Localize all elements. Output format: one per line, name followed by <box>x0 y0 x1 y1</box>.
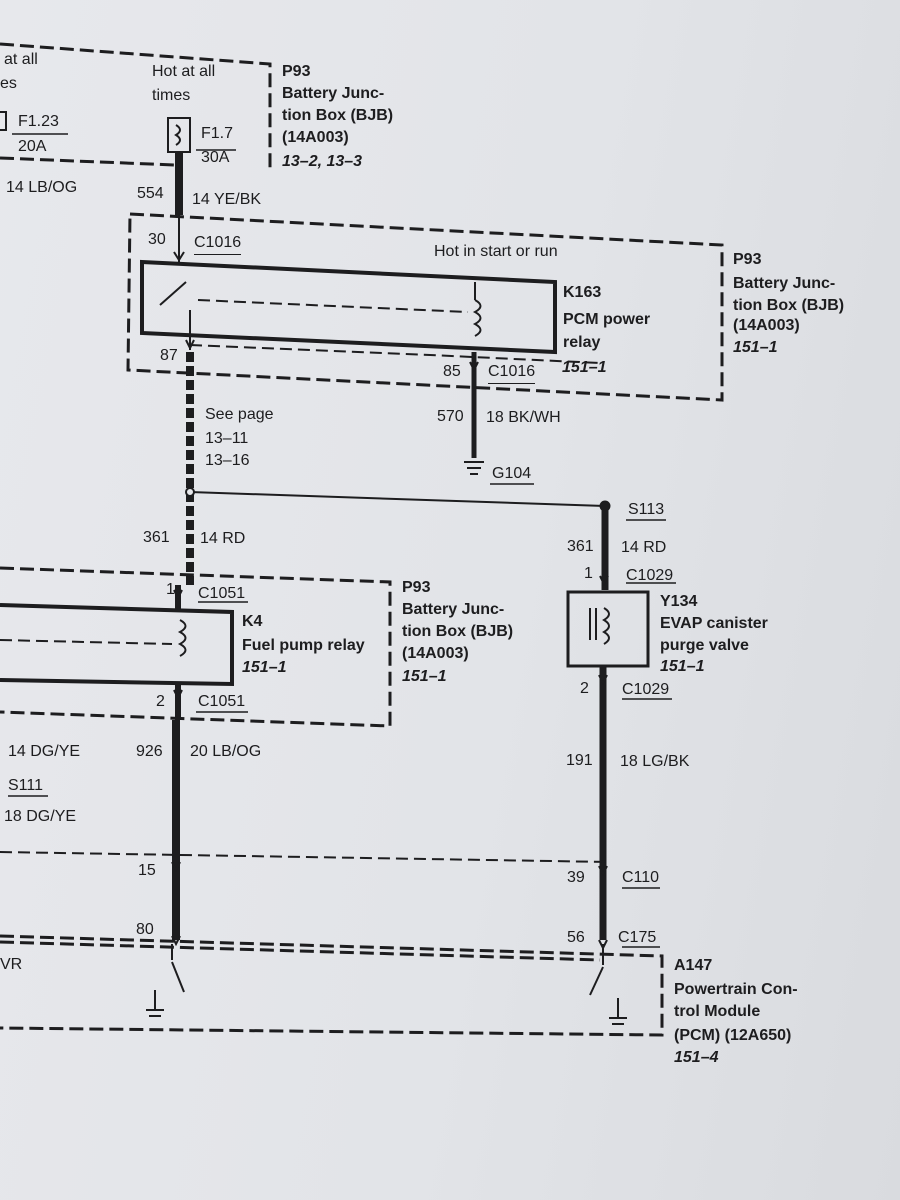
pcm-left-fragment: VR <box>0 956 23 973</box>
bjb-top-code: P93 <box>282 63 311 80</box>
k163-conn-top: C1016 <box>194 233 242 255</box>
wire-dgye-14-label: 14 DG/YE <box>8 743 81 760</box>
k163-code: K163 <box>563 284 602 301</box>
k163-line2: relay <box>563 334 601 351</box>
wire-926-label: 20 LB/OG <box>190 743 262 760</box>
fuse-f17-symbol <box>167 117 191 153</box>
connector-c110-line <box>0 851 611 863</box>
fuse-f123-label: F1.23 <box>18 113 59 130</box>
wire-191-num: 191 <box>566 752 593 769</box>
k4-conn-bottom: C1051 <box>198 693 246 710</box>
evap-conn-bottom: C1029 <box>622 681 670 698</box>
k4-line1: Fuel pump relay <box>242 637 365 654</box>
k163-pin-87: 87 <box>160 347 178 364</box>
fuse-f123-amp: 20A <box>18 138 47 155</box>
c175-right-pin: 56 <box>567 929 585 946</box>
ground-g104-label: G104 <box>492 465 532 482</box>
splice-s111-label: S111 <box>8 777 43 794</box>
c110-label: C110 <box>622 869 660 886</box>
splice-s113-label: S113 <box>628 501 665 518</box>
label-hot-at-all-1: Hot at all <box>152 63 216 80</box>
k4-boundary <box>0 566 392 728</box>
k4-pin-2: 2 <box>156 693 165 710</box>
wire-554-num: 554 <box>137 185 164 202</box>
ground-g104-symbol <box>464 461 484 475</box>
bjb-lower-page: 151–1 <box>402 668 447 685</box>
pcm-line2: trol Module <box>674 1003 761 1020</box>
wire-dgye-18-label: 18 DG/YE <box>4 808 77 825</box>
label-hot-at-all-2: times <box>152 87 191 104</box>
bjb-top-line1: Battery Junc- <box>282 85 385 102</box>
bjb-top-boundary <box>0 42 272 170</box>
bjb-mid-page: 151–1 <box>733 339 778 356</box>
evap-pin-2: 2 <box>580 680 589 697</box>
bjb-lower-line2: tion Box (BJB) <box>402 623 514 640</box>
wire-lbog-label: 14 LB/OG <box>6 179 78 196</box>
fuse-f17-label: F1.7 <box>201 125 234 142</box>
pcm-line3: (PCM) (12A650) <box>674 1027 792 1044</box>
wire-361-right-label: 14 RD <box>621 539 667 556</box>
evap-line1: EVAP canister <box>660 615 768 632</box>
k4-conn-top: C1051 <box>198 585 246 602</box>
bjb-lower-code: P93 <box>402 579 431 596</box>
pcm-page: 151–4 <box>674 1049 719 1066</box>
c110-right-pin: 39 <box>567 869 585 886</box>
see-page-line2: 13–11 <box>205 430 249 447</box>
bjb-mid-line2: tion Box (BJB) <box>733 297 845 314</box>
k163-relay-body <box>140 259 557 355</box>
wire-361-right-num: 361 <box>567 538 594 555</box>
evap-page: 151–1 <box>660 658 705 675</box>
bjb-mid-line1: Battery Junc- <box>733 275 836 292</box>
evap-valve-body <box>566 590 650 668</box>
evap-line2: purge valve <box>660 637 749 654</box>
k163-hot-in-start: Hot in start or run <box>434 243 558 260</box>
wire-926-num: 926 <box>136 743 163 760</box>
wire-191-label: 18 LG/BK <box>620 753 690 770</box>
k163-conn-bottom: C1016 <box>488 362 536 384</box>
bjb-mid-code: P93 <box>733 251 762 268</box>
see-page-line1: See page <box>205 406 274 423</box>
k4-code: K4 <box>242 613 263 630</box>
fuse-f123-fragment <box>0 111 7 131</box>
evap-code: Y134 <box>660 593 698 610</box>
bjb-mid-line3: (14A003) <box>733 317 800 334</box>
pcm-line1: Powertrain Con- <box>674 981 798 998</box>
see-page-line3: 13–16 <box>205 452 250 469</box>
bjb-lower-line1: Battery Junc- <box>402 601 505 618</box>
k4-page: 151–1 <box>242 659 287 676</box>
c175-label: C175 <box>618 929 657 946</box>
k163-page: 151–1 <box>562 359 607 376</box>
evap-conn-top: C1029 <box>626 567 674 584</box>
wire-570-num: 570 <box>437 408 464 425</box>
label-es: es <box>0 75 17 92</box>
wire-554-label: 14 YE/BK <box>192 191 262 208</box>
fuse-f17-amp: 30A <box>201 149 230 166</box>
k4-relay-body <box>0 603 234 687</box>
evap-pin-1: 1 <box>584 565 593 582</box>
bjb-top-line3: (14A003) <box>282 129 349 146</box>
k163-pin-85: 85 <box>443 363 461 380</box>
label-at-all: at all <box>4 51 38 68</box>
k163-line1: PCM power <box>563 311 651 328</box>
bjb-lower-line3: (14A003) <box>402 645 469 662</box>
bjb-top-line2: tion Box (BJB) <box>282 107 394 124</box>
bjb-top-pages: 13–2, 13–3 <box>282 153 363 170</box>
k163-pin-30: 30 <box>148 231 166 248</box>
wire-361-left-label: 14 RD <box>200 530 246 547</box>
wire-570-label: 18 BK/WH <box>486 409 561 426</box>
splice-line-s113 <box>189 491 606 507</box>
pcm-boundary <box>0 934 664 1037</box>
c110-left-pin: 15 <box>138 862 156 879</box>
wire-361-left-num: 361 <box>143 529 170 546</box>
pcm-code: A147 <box>674 957 713 974</box>
k163-boundary <box>126 212 724 402</box>
c175-left-pin: 80 <box>136 921 154 938</box>
k4-pin-1: 1 <box>166 581 175 598</box>
